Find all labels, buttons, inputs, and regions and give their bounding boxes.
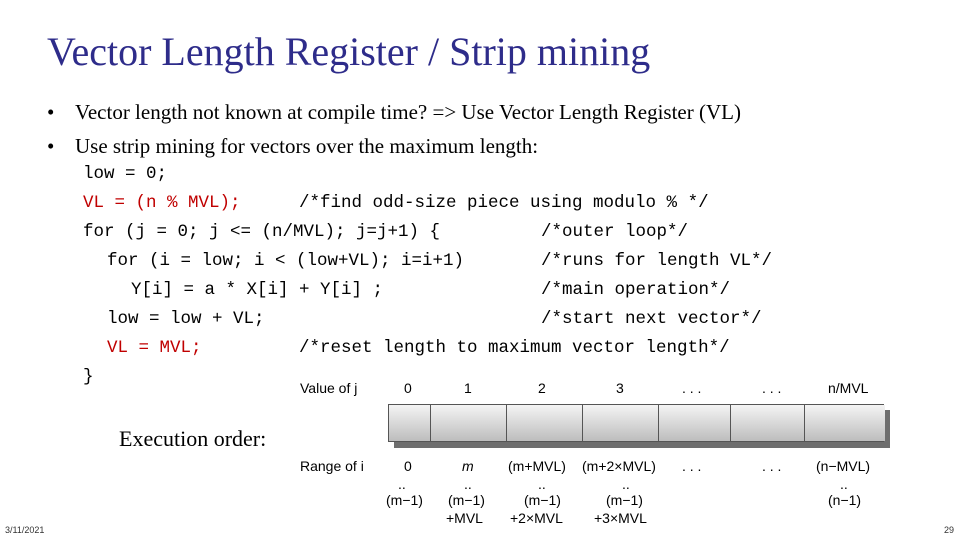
strip-segment [389,405,431,441]
strip-segment [583,405,659,441]
range-start: m [462,458,474,474]
code-text: } [83,367,94,387]
j-value: . . . [682,380,702,396]
range-end: (n−1) [828,492,862,508]
code-comment: /*start next vector*/ [541,309,762,329]
range-end: (m−1) [606,492,643,508]
range-end: (m−1) [524,492,561,508]
range-end-offset: +3×MVL [594,510,647,526]
range-end: (m−1) [448,492,485,508]
code-comment: /*reset length to maximum vector length*… [299,338,730,358]
strip-segment [507,405,583,441]
range-dots: .. [398,476,406,492]
code-text: for (i = low; i < (low+VL); i=i+1) [107,251,465,271]
code-comment: /*outer loop*/ [541,222,689,242]
code-text: Y[i] = a * X[i] + Y[i] ; [131,280,384,300]
bullet-list: • Vector length not known at compile time… [47,95,741,163]
bullet-icon: • [47,134,55,158]
range-start: (m+2×MVL) [582,458,656,474]
j-value: 0 [404,380,412,396]
slide-title: Vector Length Register / Strip mining [47,29,651,74]
j-value: 3 [616,380,624,396]
bullet-item: • Use strip mining for vectors over the m… [47,129,741,163]
range-end-offset: +2×MVL [510,510,563,526]
range-dots: .. [464,476,472,492]
range-dots: .. [538,476,546,492]
j-value: n/MVL [828,380,869,396]
j-value: 1 [464,380,472,396]
range-start: 0 [404,458,412,474]
range-end: (m−1) [386,492,423,508]
footer-date: 3/11/2021 [5,525,45,535]
range-start: . . . [762,458,782,474]
j-value: . . . [762,380,782,396]
bullet-text: Use strip mining for vectors over the ma… [75,134,539,158]
range-dots: .. [622,476,630,492]
bullet-text: Vector length not known at compile time?… [75,100,741,124]
code-comment: /*main operation*/ [541,280,731,300]
strip-segment [731,405,805,441]
code-text: VL = MVL; [107,338,202,358]
bullet-item: • Vector length not known at compile time… [47,95,741,129]
range-end-offset: +MVL [446,510,483,526]
value-of-j-label: Value of j [300,380,358,396]
range-start: (n−MVL) [816,458,871,474]
strip-segment [659,405,731,441]
range-of-i-label: Range of i [300,458,364,474]
code-comment: /*find odd-size piece using modulo % */ [299,193,709,213]
code-text: low = low + VL; [107,309,265,329]
code-text: for (j = 0; j <= (n/MVL); j=j+1) { [83,222,441,242]
strip-mining-diagram: Value of j 0 1 2 3 . . . . . . n/MVL Ran… [296,374,896,534]
code-text: low = 0; [83,164,168,184]
code-comment: /*runs for length VL*/ [541,251,773,271]
strip-segment [431,405,507,441]
range-start: (m+MVL) [508,458,566,474]
page-number: 29 [943,525,954,535]
range-dots: .. [840,476,848,492]
strip-bar [388,404,885,442]
code-text: VL = (n % MVL); [83,193,241,213]
j-value: 2 [538,380,546,396]
range-start: . . . [682,458,702,474]
execution-order-label: Execution order: [119,426,267,451]
strip-segment [805,405,885,441]
bullet-icon: • [47,100,55,124]
